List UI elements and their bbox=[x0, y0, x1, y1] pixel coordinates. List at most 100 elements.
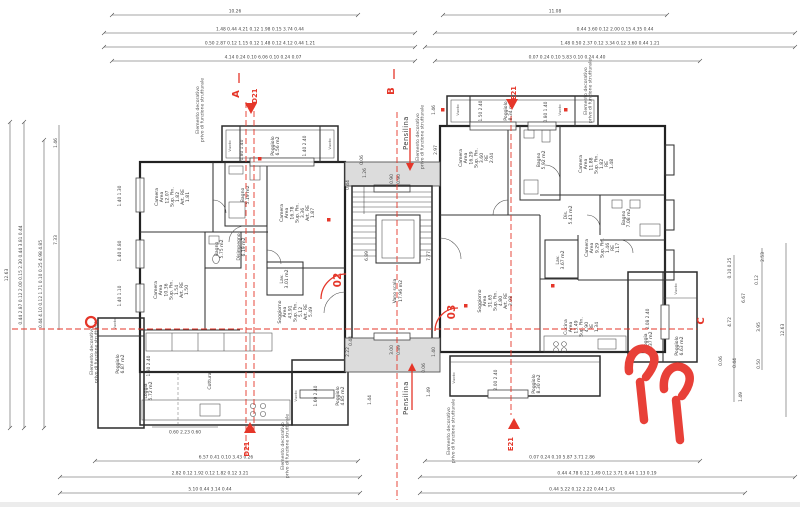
svg-text:Elemento decorativo: Elemento decorativo bbox=[89, 327, 95, 375]
vuoto-label: Vuoto bbox=[227, 140, 232, 152]
svg-text:Cottura: Cottura bbox=[207, 372, 213, 389]
svg-text:Elemento decorativo: Elemento decorativo bbox=[583, 67, 589, 115]
svg-text:Sup. Fin.: Sup. Fin. bbox=[295, 203, 301, 223]
svg-text:privo di funzione strutturale: privo di funzione strutturale bbox=[200, 78, 206, 142]
svg-text:Dis.: Dis. bbox=[563, 211, 569, 220]
vuoto-label: Vuoto bbox=[327, 138, 332, 150]
bottom-edge-strip bbox=[0, 502, 800, 507]
dim-value: 2.97 bbox=[433, 145, 439, 155]
svg-text:Art. RE: Art. RE bbox=[179, 282, 185, 298]
dim-row: 2.82 0.12 1.92 0.12 1.82 0.12 3.21 bbox=[172, 471, 249, 477]
dim-value: 2.22 bbox=[345, 347, 351, 357]
svg-text:4.85 m2: 4.85 m2 bbox=[340, 386, 346, 405]
dim-value: 0.90 bbox=[389, 174, 395, 184]
svg-text:4.90: 4.90 bbox=[584, 322, 590, 332]
dim-value: 11.08 bbox=[549, 9, 562, 15]
svg-text:Sup. Fin.: Sup. Fin. bbox=[293, 302, 299, 322]
red-hand-marks bbox=[624, 344, 694, 445]
svg-text:5.92 m2: 5.92 m2 bbox=[541, 150, 547, 169]
section-arrow-d21-top bbox=[245, 103, 257, 114]
svg-text:31.65: 31.65 bbox=[487, 294, 493, 307]
svg-text:Disimpegno: Disimpegno bbox=[236, 233, 242, 261]
svg-text:1.87: 1.87 bbox=[310, 208, 316, 218]
dim-value: 1.40 1.30 bbox=[117, 185, 123, 206]
svg-text:privo di funzione strutturale: privo di funzione strutturale bbox=[451, 399, 457, 463]
dim-value: 0.80 1.40 bbox=[543, 101, 549, 122]
svg-text:Poggiolo: Poggiolo bbox=[335, 386, 341, 406]
svg-text:Bagno: Bagno bbox=[214, 242, 220, 257]
section-arrow-d21-bottom bbox=[244, 422, 256, 433]
vuoto-label: Vuoto bbox=[112, 318, 117, 330]
unit-marker-03: 03 bbox=[446, 305, 458, 320]
dim-value: 12.63 bbox=[780, 324, 786, 337]
svg-text:Soggiorno: Soggiorno bbox=[277, 300, 283, 323]
svg-text:Vano scala: Vano scala bbox=[392, 279, 398, 304]
section-arrow-b-top bbox=[406, 163, 414, 171]
dim-value: 1.50 2.40 bbox=[478, 100, 484, 121]
svg-text:Camera: Camera bbox=[279, 204, 285, 222]
svg-text:Art. RE: Art. RE bbox=[305, 205, 311, 221]
dim-value: 1.40 2.40 bbox=[302, 135, 308, 156]
svg-text:13.49: 13.49 bbox=[573, 320, 579, 333]
dim-value: 0.12 bbox=[754, 275, 760, 285]
left-unit-walls bbox=[97, 125, 349, 429]
section-marker-d21-bottom: D21 bbox=[243, 441, 251, 456]
dim-chain-bottom-right: 0.07 0.24 0.10 5.87 3.71 2.86 0.44 4.78 … bbox=[417, 455, 798, 496]
svg-text:Lav.: Lav. bbox=[279, 274, 285, 283]
svg-text:7.08 m2: 7.08 m2 bbox=[626, 208, 632, 227]
red-tick bbox=[441, 108, 445, 112]
section-marker-a: A bbox=[231, 90, 242, 98]
svg-text:3.36: 3.36 bbox=[300, 208, 306, 218]
vuoto-label: Vuoto bbox=[673, 283, 678, 295]
dim-value: 1.40 bbox=[431, 347, 437, 357]
svg-text:Sup. Fin.: Sup. Fin. bbox=[594, 154, 600, 174]
svg-text:Loggia: Loggia bbox=[143, 383, 149, 398]
svg-text:1.34: 1.34 bbox=[594, 322, 600, 332]
svg-text:6.63 m2: 6.63 m2 bbox=[679, 336, 685, 355]
svg-text:8.30 m2: 8.30 m2 bbox=[536, 374, 542, 393]
svg-text:Bagno: Bagno bbox=[621, 211, 627, 226]
dim-value: 7.33 bbox=[53, 235, 59, 245]
dim-value: 1.44 bbox=[367, 395, 373, 405]
dim-value: 0.06 bbox=[718, 356, 724, 366]
svg-text:Camera: Camera bbox=[154, 188, 160, 206]
red-tick bbox=[464, 304, 468, 308]
right-unit-walls bbox=[438, 95, 698, 399]
svg-text:2.04: 2.04 bbox=[489, 153, 495, 163]
svg-text:1.81: 1.81 bbox=[185, 192, 191, 202]
dim-value: 1.80 2.40 bbox=[146, 355, 152, 376]
svg-text:Sup. Fin.: Sup. Fin. bbox=[474, 148, 480, 168]
dim-row: 0.50 2.87 0.12 1.15 0.12 1.48 0.12 4.12 … bbox=[205, 41, 316, 47]
dim-value: 7.77 bbox=[426, 251, 432, 261]
svg-text:privo di funzione strutturale: privo di funzione strutturale bbox=[420, 105, 426, 169]
svg-text:Sup. Fin.: Sup. Fin. bbox=[579, 317, 585, 337]
vuoto-label: Vuoto bbox=[451, 372, 456, 384]
svg-text:Camera: Camera bbox=[584, 239, 590, 257]
svg-text:17.96 m2: 17.96 m2 bbox=[398, 280, 404, 302]
svg-text:43.91: 43.91 bbox=[287, 305, 293, 318]
dim-value: 0.89 bbox=[396, 345, 402, 355]
red-tick bbox=[258, 157, 262, 161]
svg-text:Bagno: Bagno bbox=[536, 153, 542, 168]
svg-text:16.29: 16.29 bbox=[468, 151, 474, 164]
stair-block bbox=[344, 161, 441, 373]
dim-value: 2.53 bbox=[760, 252, 766, 262]
pensilina-label-bottom: Pensilina bbox=[402, 381, 410, 415]
dim-value: 0.60 2.23 0.60 bbox=[169, 430, 201, 436]
svg-text:Elemento decorativo: Elemento decorativo bbox=[415, 113, 421, 161]
section-marker-e21-bottom: E21 bbox=[507, 437, 515, 451]
dim-value: 1.26 bbox=[362, 168, 368, 178]
svg-text:1.17: 1.17 bbox=[615, 243, 621, 253]
dim-value: 0.44 bbox=[348, 336, 354, 346]
